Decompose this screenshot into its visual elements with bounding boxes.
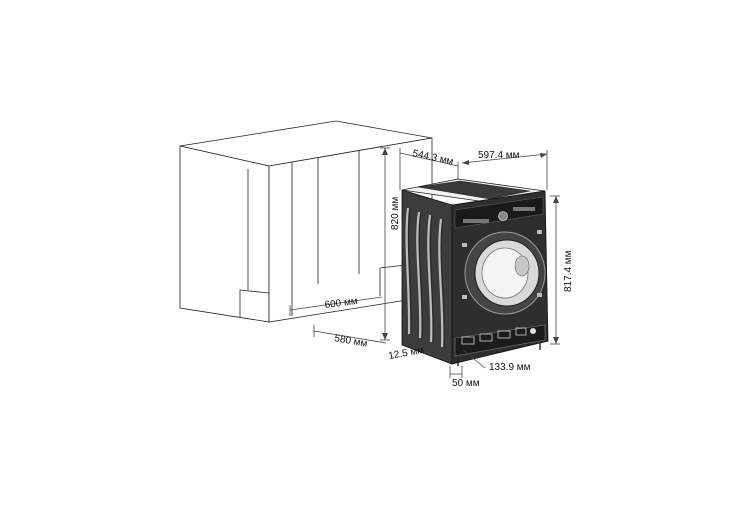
- dimension-lines: [289, 147, 560, 378]
- label-gap-bottom: 12.5 мм: [388, 345, 425, 362]
- label-machine-height: 817.4 мм: [563, 250, 574, 292]
- label-plinth-height: 133.9 мм: [489, 362, 531, 373]
- label-foot-offset: 50 мм: [452, 378, 480, 389]
- dimension-arrowheads: [382, 148, 559, 344]
- label-cabinet-inner-depth: 580 мм: [333, 333, 368, 350]
- label-machine-width: 597.4 мм: [478, 150, 520, 161]
- kitchen-cabinet: [179, 120, 433, 323]
- label-cabinet-depth: 600 мм: [324, 296, 358, 311]
- washing-machine: [401, 178, 549, 366]
- label-cabinet-height: 820 мм: [390, 197, 401, 230]
